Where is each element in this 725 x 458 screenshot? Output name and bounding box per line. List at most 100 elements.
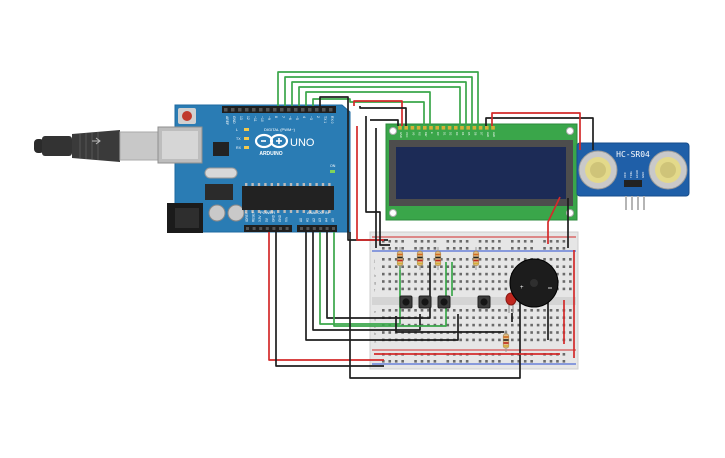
breadboard-hole[interactable]: [569, 331, 572, 334]
breadboard-hole[interactable]: [536, 316, 540, 319]
wire-black[interactable]: [485, 117, 594, 150]
breadboard-hole[interactable]: [543, 247, 546, 250]
breadboard-hole[interactable]: [459, 316, 462, 319]
breadboard-hole[interactable]: [446, 316, 450, 319]
sensor-pin[interactable]: [631, 196, 633, 210]
header-pin-hole[interactable]: [238, 108, 242, 112]
breadboard-hole[interactable]: [485, 247, 488, 250]
breadboard-hole[interactable]: [472, 309, 475, 312]
breadboard-hole[interactable]: [414, 323, 417, 327]
wire-black[interactable]: [359, 106, 407, 126]
breadboard-hole[interactable]: [394, 240, 398, 243]
breadboard-hole[interactable]: [498, 258, 501, 261]
breadboard-hole[interactable]: [549, 309, 553, 312]
breadboard-hole[interactable]: [440, 280, 443, 283]
breadboard-hole[interactable]: [452, 316, 456, 319]
breadboard-hole[interactable]: [446, 287, 450, 291]
breadboard-hole[interactable]: [569, 323, 572, 327]
breadboard-hole[interactable]: [465, 247, 469, 250]
wire-black[interactable]: [349, 232, 521, 379]
breadboard-hole[interactable]: [556, 338, 559, 342]
breadboard-hole[interactable]: [407, 258, 411, 261]
breadboard-hole[interactable]: [394, 265, 398, 268]
breadboard-hole[interactable]: [459, 265, 462, 268]
breadboard-hole[interactable]: [543, 331, 546, 334]
breadboard-hole[interactable]: [517, 258, 521, 261]
breadboard-hole[interactable]: [549, 247, 553, 250]
breadboard-hole[interactable]: [569, 265, 572, 268]
breadboard-hole[interactable]: [394, 272, 398, 276]
breadboard-hole[interactable]: [452, 287, 456, 291]
breadboard-hole[interactable]: [491, 265, 495, 268]
breadboard-hole[interactable]: [543, 360, 546, 363]
lcd-pin[interactable]: [454, 126, 458, 130]
breadboard-hole[interactable]: [569, 309, 572, 312]
wire-red[interactable]: [356, 126, 384, 241]
wire-green[interactable]: [305, 91, 431, 126]
breadboard-hole[interactable]: [485, 240, 488, 243]
breadboard-hole[interactable]: [472, 265, 475, 268]
breadboard-hole[interactable]: [511, 265, 514, 268]
breadboard-hole[interactable]: [388, 360, 392, 363]
header-pin-hole[interactable]: [252, 227, 256, 230]
breadboard-hole[interactable]: [498, 309, 501, 312]
breadboard-hole[interactable]: [420, 323, 424, 327]
breadboard-hole[interactable]: [452, 258, 456, 261]
breadboard-hole[interactable]: [452, 323, 456, 327]
breadboard-hole[interactable]: [543, 309, 546, 312]
breadboard-hole[interactable]: [388, 272, 392, 276]
breadboard-hole[interactable]: [523, 316, 527, 319]
lcd-pin[interactable]: [447, 126, 452, 130]
wire-black[interactable]: [365, 116, 390, 246]
breadboard-hole[interactable]: [440, 323, 443, 327]
breadboard-hole[interactable]: [523, 247, 527, 250]
breadboard-hole[interactable]: [465, 280, 469, 283]
breadboard-hole[interactable]: [517, 247, 521, 250]
lcd-pin[interactable]: [429, 126, 433, 130]
breadboard-hole[interactable]: [498, 240, 501, 243]
breadboard-hole[interactable]: [549, 258, 553, 261]
breadboard-hole[interactable]: [420, 265, 424, 268]
breadboard-hole[interactable]: [543, 316, 546, 319]
breadboard-hole[interactable]: [472, 338, 475, 342]
breadboard-hole[interactable]: [523, 258, 527, 261]
breadboard-hole[interactable]: [491, 280, 495, 283]
breadboard-hole[interactable]: [569, 338, 572, 342]
breadboard-hole[interactable]: [504, 323, 508, 327]
breadboard-hole[interactable]: [511, 338, 514, 342]
lcd-pin[interactable]: [491, 126, 495, 130]
header-pin-hole[interactable]: [280, 108, 284, 112]
sensor-pin[interactable]: [625, 196, 627, 210]
breadboard-hole[interactable]: [446, 265, 450, 268]
breadboard-hole[interactable]: [394, 258, 398, 261]
breadboard-hole[interactable]: [491, 316, 495, 319]
breadboard-hole[interactable]: [452, 272, 456, 276]
breadboard-hole[interactable]: [478, 265, 482, 268]
breadboard-hole[interactable]: [536, 309, 540, 312]
breadboard-hole[interactable]: [382, 265, 385, 268]
breadboard-hole[interactable]: [504, 287, 508, 291]
breadboard-hole[interactable]: [414, 309, 417, 312]
breadboard-hole[interactable]: [465, 309, 469, 312]
wire-red[interactable]: [268, 232, 384, 361]
breadboard-hole[interactable]: [407, 272, 411, 276]
breadboard-hole[interactable]: [478, 280, 482, 283]
wire-green[interactable]: [319, 232, 401, 325]
breadboard-hole[interactable]: [465, 258, 469, 261]
breadboard-hole[interactable]: [382, 258, 385, 261]
breadboard-hole[interactable]: [543, 323, 546, 327]
breadboard-hole[interactable]: [478, 323, 482, 327]
breadboard-hole[interactable]: [388, 258, 392, 261]
breadboard-hole[interactable]: [446, 309, 450, 312]
breadboard-hole[interactable]: [420, 287, 424, 291]
breadboard-hole[interactable]: [401, 272, 404, 276]
header-pin-hole[interactable]: [285, 227, 289, 230]
breadboard-hole[interactable]: [562, 247, 566, 250]
breadboard-hole[interactable]: [472, 323, 475, 327]
breadboard-hole[interactable]: [433, 240, 437, 243]
breadboard-hole[interactable]: [498, 287, 501, 291]
breadboard-hole[interactable]: [569, 258, 572, 261]
breadboard-hole[interactable]: [517, 360, 521, 363]
breadboard-hole[interactable]: [459, 360, 462, 363]
